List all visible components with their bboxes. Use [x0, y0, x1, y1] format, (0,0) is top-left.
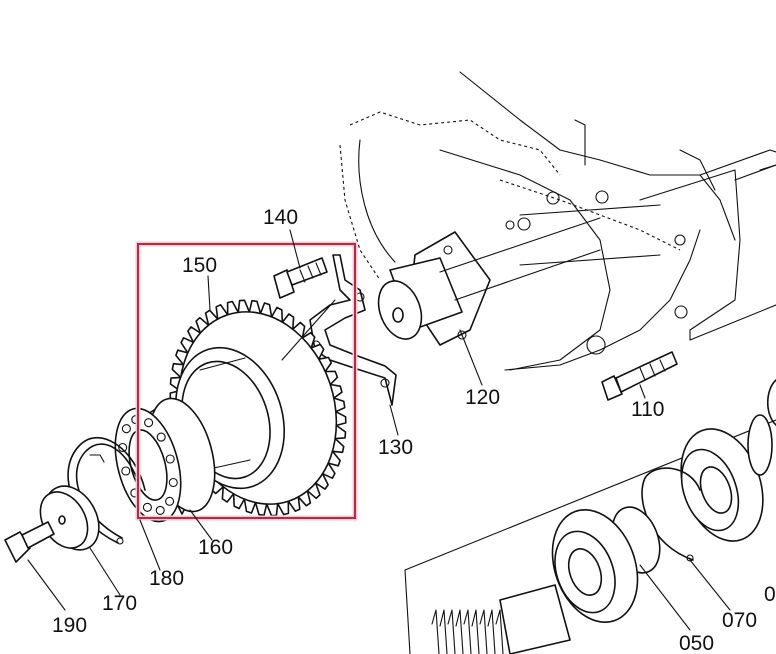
bearing-ball: [155, 505, 165, 515]
bearing-160: [114, 397, 216, 523]
bolt-190: [4, 521, 55, 563]
pinion-tooth: [431, 609, 440, 654]
bearing-ball: [121, 466, 131, 476]
leader-lines: [27, 229, 731, 631]
pinion-tooth: [471, 609, 480, 654]
pinion-tooth: [463, 609, 472, 654]
bearing-ball: [156, 432, 166, 442]
output-shaft-cluster: [431, 379, 776, 654]
pinion-tooth: [447, 609, 456, 654]
pinion-tooth: [479, 609, 488, 654]
pinion-tooth: [487, 609, 496, 654]
callout-160: 160: [198, 536, 233, 559]
callout-180: 180: [149, 567, 184, 590]
bearing-ball: [142, 502, 152, 512]
pinion-gear-teeth: [431, 609, 504, 654]
shaft-flange-120: [377, 217, 601, 346]
callout-partial: 0: [764, 583, 776, 606]
callout-130: 130: [378, 436, 413, 459]
bearing-ball: [168, 477, 178, 488]
washer-170: [39, 485, 100, 551]
transmission-housing: [339, 71, 776, 371]
bearing-ball: [144, 418, 154, 428]
pinion-tooth: [455, 609, 464, 654]
bearing-ball: [165, 496, 175, 506]
callout-140: 140: [263, 206, 298, 229]
pinion-tooth: [495, 609, 504, 654]
bearing-ball: [165, 454, 175, 464]
callout-070: 070: [722, 609, 757, 632]
bolt-140: [273, 257, 328, 299]
pinion-tooth: [439, 609, 448, 654]
callout-170: 170: [102, 592, 137, 615]
callout-110: 110: [631, 398, 664, 421]
bearing-ball: [118, 442, 128, 453]
bearing-ball: [121, 424, 131, 434]
bolt-110: [601, 351, 678, 401]
callout-120: 120: [465, 386, 500, 409]
highlight-box-border: [137, 243, 356, 519]
callout-190: 190: [52, 614, 87, 637]
gear-150: [169, 299, 347, 517]
callout-labels: 140 150 120 130 110 160 180 170 190 070 …: [52, 206, 776, 654]
callout-150: 150: [182, 254, 217, 277]
callout-050: 050: [679, 632, 714, 654]
